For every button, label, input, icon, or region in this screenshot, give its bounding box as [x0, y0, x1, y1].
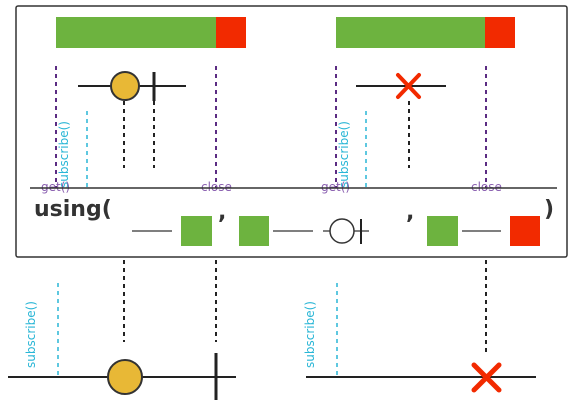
close-label-left: close: [201, 180, 232, 194]
arg-cleanup-dispose: [510, 216, 540, 246]
operator-name: using(: [34, 197, 112, 222]
operator-close-paren: ): [544, 197, 554, 222]
resource-bar-right: [336, 17, 486, 48]
arg-source-emission: [329, 218, 355, 244]
arg-cleanup-resource: [427, 216, 458, 246]
output-error-x-right: [471, 362, 502, 393]
close-label-right: close: [471, 180, 502, 194]
resource-disposed-right: [485, 17, 515, 48]
arg-source-resource: [239, 216, 269, 246]
operator-frame: [15, 5, 568, 258]
subscribe-label-left: subscribe(): [57, 121, 71, 188]
output-subscribe-label-left: subscribe(): [24, 301, 38, 368]
arg-supplier-resource: [181, 216, 212, 246]
emission-circle-left: [110, 71, 140, 101]
comma-2: ,: [406, 200, 414, 225]
get-label-left: get(): [41, 180, 70, 194]
output-subscribe-label-right: subscribe(): [303, 301, 317, 368]
error-x-right: [396, 73, 421, 99]
comma-1: ,: [218, 200, 226, 225]
resource-disposed-left: [216, 17, 246, 48]
resource-bar-left: [56, 17, 216, 48]
get-label-right: get(): [321, 180, 350, 194]
subscribe-label-right: subscribe(): [337, 121, 351, 188]
output-emission-circle-left: [107, 359, 143, 395]
